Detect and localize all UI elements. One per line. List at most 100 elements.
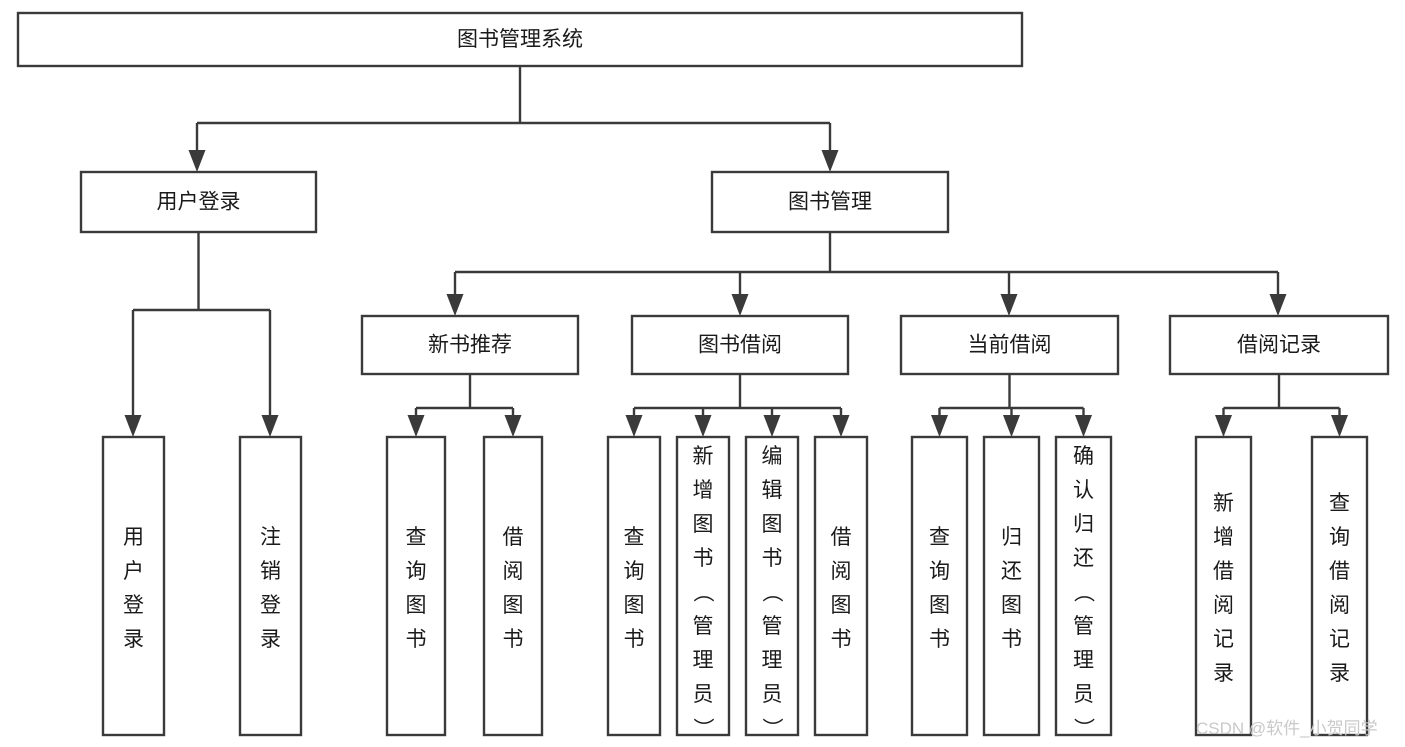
leaf-label-char: 录: [123, 628, 144, 651]
leaf-label-char: 阅: [1329, 594, 1350, 617]
root-node[interactable]: 图书管理系统: [16, 11, 1024, 68]
leaf-box[interactable]: [606, 435, 662, 737]
level3-node[interactable]: 当前借阅: [899, 314, 1120, 376]
arrow-head-icon: [1215, 415, 1232, 437]
leaf-label-char: 理: [693, 649, 714, 672]
leaf-label-char: 借: [503, 526, 524, 549]
nodes-layer: 图书管理系统用户登录图书管理新书推荐图书借阅当前借阅借阅记录用户登录注销登录查询…: [16, 11, 1390, 739]
leaf-label-char: 登: [260, 594, 281, 617]
leaf-label-char: 增: [1213, 526, 1234, 549]
arrow-head-icon: [188, 150, 206, 172]
level2-node[interactable]: 图书管理: [710, 170, 950, 234]
arrow-head-icon: [763, 415, 781, 437]
arrow-head-icon: [931, 415, 948, 437]
arrow-head-icon: [1331, 415, 1348, 437]
leaf-box[interactable]: [813, 435, 869, 737]
leaf-label-char: 图: [693, 513, 714, 536]
arrow-head-icon: [124, 415, 142, 437]
leaf-label-char: 记: [1213, 628, 1234, 651]
arrow-head-icon: [832, 415, 850, 437]
leaf-label-char: 书: [929, 628, 950, 651]
level2-label: 用户登录: [157, 191, 241, 214]
leaf-label-char: 辑: [762, 479, 783, 502]
level3-node[interactable]: 新书推荐: [360, 314, 580, 376]
leaf-box[interactable]: [482, 435, 544, 737]
arrow-head-icon: [1269, 294, 1287, 316]
leaf-label-char: 认: [1073, 479, 1094, 502]
leaf-node[interactable]: 用户登录: [101, 435, 166, 737]
leaf-label-char: 书: [1001, 628, 1022, 651]
leaf-box[interactable]: [1054, 435, 1113, 737]
leaf-label-char: 录: [260, 628, 281, 651]
level3-box[interactable]: [360, 314, 580, 376]
leaf-box[interactable]: [982, 435, 1041, 737]
leaf-label-char: 询: [929, 560, 950, 583]
root-box[interactable]: [16, 11, 1024, 68]
level3-box[interactable]: [899, 314, 1120, 376]
leaf-label-char: 书: [503, 628, 524, 651]
level3-label: 图书借阅: [698, 334, 782, 357]
leaf-label-char: 归: [1001, 526, 1022, 549]
leaf-label-char: 销: [260, 560, 281, 583]
leaf-label-char: （: [691, 582, 714, 603]
leaf-label-char: 阅: [1213, 594, 1234, 617]
csdn-watermark: CSDN @软件_小贺同学: [1196, 719, 1378, 738]
leaf-box[interactable]: [744, 435, 800, 737]
leaf-label-char: 询: [624, 560, 645, 583]
level3-node[interactable]: 图书借阅: [630, 314, 850, 376]
leaf-box[interactable]: [238, 435, 303, 737]
leaf-box[interactable]: [910, 435, 969, 737]
leaf-label-char: 新: [693, 445, 714, 468]
leaf-label-char: 书: [762, 547, 783, 570]
leaf-box[interactable]: [1194, 435, 1253, 737]
leaf-box[interactable]: [101, 435, 166, 737]
leaf-box[interactable]: [675, 435, 731, 737]
leaf-label-char: （: [760, 582, 783, 603]
leaf-label-char: 确: [1073, 445, 1094, 468]
leaf-label-char: 员: [762, 683, 783, 706]
leaf-box[interactable]: [385, 435, 447, 737]
leaf-label-char: 管: [693, 615, 714, 638]
leaf-label-char: 图: [831, 594, 852, 617]
arrow-head-icon: [821, 150, 839, 172]
level3-box[interactable]: [630, 314, 850, 376]
leaf-label-char: 用: [123, 526, 144, 549]
leaf-label-char: 询: [406, 560, 427, 583]
leaf-label-char: 阅: [503, 560, 524, 583]
leaf-label-char: 查: [929, 526, 950, 549]
edges-layer: [124, 66, 1348, 437]
leaf-label-char: 查: [1329, 492, 1350, 515]
arrow-head-icon: [261, 415, 279, 437]
level3-box[interactable]: [1168, 314, 1390, 376]
arrow-head-icon: [625, 415, 643, 437]
leaf-label-char: 书: [693, 547, 714, 570]
arrow-head-icon: [731, 294, 749, 316]
level2-box[interactable]: [79, 170, 318, 234]
leaf-label-char: ）: [1072, 718, 1095, 739]
leaf-label-char: 图: [624, 594, 645, 617]
level2-box[interactable]: [710, 170, 950, 234]
leaf-label-char: 借: [831, 526, 852, 549]
arrow-head-icon: [407, 415, 425, 437]
leaf-label-char: 录: [1213, 662, 1234, 685]
level2-node[interactable]: 用户登录: [79, 170, 318, 234]
leaf-label-char: 新: [1213, 492, 1234, 515]
level3-label: 当前借阅: [968, 334, 1052, 357]
level3-node[interactable]: 借阅记录: [1168, 314, 1390, 376]
leaf-box[interactable]: [1310, 435, 1369, 737]
leaf-label-char: 户: [123, 560, 144, 583]
leaf-label-char: ）: [760, 718, 783, 739]
